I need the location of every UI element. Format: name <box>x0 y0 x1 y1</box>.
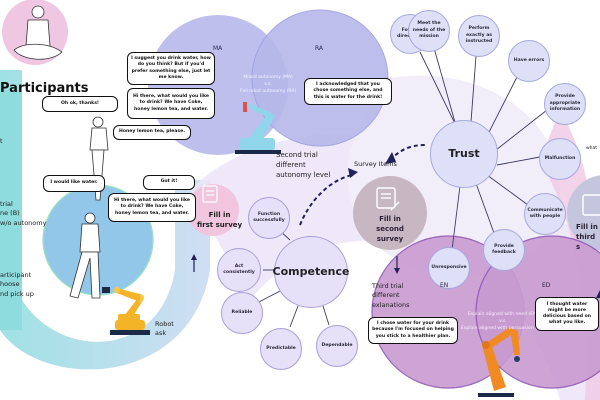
second-trial-label: Second trial different autonomy level <box>276 151 331 180</box>
bubble-en-line: I chose water for your drink because I'm… <box>368 317 458 344</box>
robot-ask-label: Robot ask <box>155 320 174 338</box>
left-label-trial: trial ne (B) w/o autonomy <box>0 200 47 227</box>
bubble-robot-offer-first: Hi there, what would you like to drink? … <box>108 193 196 222</box>
bubble-ma-suggest-water: I suggest you drink water, how do you th… <box>127 52 215 85</box>
bubble-ra-acknowledged: I acknowledged that you chose something … <box>304 78 392 105</box>
arrowhead-1 <box>348 168 358 178</box>
left-label-pickup: articipant hoose nd pick up <box>0 271 34 298</box>
trust-item-provide-information: Provide appropriate information <box>544 83 586 125</box>
trust-item-have-errors: Have errors <box>508 40 550 82</box>
bubble-honey-lemon-tea: Honey lemon tea, please. <box>113 125 191 140</box>
ra-label: RA <box>315 45 324 52</box>
title: Participants <box>0 81 89 96</box>
arrowhead-2 <box>385 152 396 164</box>
arrow-up-right <box>596 290 600 298</box>
competence-item-dependable: Dependable <box>316 325 358 367</box>
bubble-ma-offer: Hi there, what would you like to drink? … <box>127 88 215 119</box>
bubble-ed-line: I thought water might be more delicious … <box>535 297 599 331</box>
trust-item-unresponsive: Unresponsive <box>428 247 470 289</box>
bubble-oh-ok-thanks: Oh ok, thanks! <box>42 96 118 112</box>
participant-figure-circle <box>69 212 101 299</box>
third-trial-label: Third trial different exlanations <box>372 282 410 309</box>
competence-item-function-successfully: Function successfully <box>248 197 290 239</box>
competence-item-predictable: Predictable <box>260 328 302 370</box>
right-edge-text: what <box>586 146 598 151</box>
en-label: EN <box>440 282 449 289</box>
bubble-got-it: Got it! <box>143 175 195 190</box>
blue-robot-arm <box>235 102 281 154</box>
trust-item-provide-feedback: Provide feedback <box>483 229 525 271</box>
trust-item-perform-exactly: Perform exactly as instructed <box>458 15 500 57</box>
ed-label: ED <box>542 282 551 289</box>
trust-item-malfunction: Malfunction <box>539 138 581 180</box>
trust-item-communicate: Communicate with people <box>524 193 566 235</box>
survey-doc-icon-second <box>376 187 400 211</box>
first-survey-label[interactable]: Fill in first survey <box>197 211 243 230</box>
teal-left-strip <box>0 90 22 330</box>
first-survey-circle <box>187 184 239 236</box>
competence-connectors <box>258 229 330 328</box>
third-survey-label[interactable]: Fill in third s <box>576 223 598 252</box>
survey-doc-icon-first <box>202 185 218 203</box>
explanation-comparison: Explain aligned with need (EN) v.s. Expl… <box>460 312 546 331</box>
left-label-t: t <box>0 137 3 145</box>
bubble-would-like-water: I would like water. <box>43 175 105 192</box>
trust-item-meet-needs: Meet the needs of the mission <box>408 10 450 52</box>
dashed-arrow-survey-items <box>299 174 353 226</box>
competence-center-node: Competence <box>273 236 349 308</box>
ma-label: MA <box>213 45 223 52</box>
participant-figure-top <box>13 5 63 60</box>
yellow-robot-arm <box>102 287 150 335</box>
second-survey-circle <box>353 176 427 250</box>
autonomy-comparison: Mixed autonomy (MA) v.s. Full robot auto… <box>240 75 297 95</box>
survey-doc-icon-third <box>582 194 600 216</box>
orange-robot-arm <box>478 327 520 397</box>
competence-item-reliable: Reliable <box>221 292 263 334</box>
competence-item-act-consistently: Act consistently <box>217 248 261 292</box>
trust-center-node: Trust <box>430 120 498 188</box>
ma-circle <box>148 15 288 155</box>
second-survey-label[interactable]: Fill in second survey <box>376 215 404 244</box>
survey-items-label: Survey Items <box>354 160 397 168</box>
